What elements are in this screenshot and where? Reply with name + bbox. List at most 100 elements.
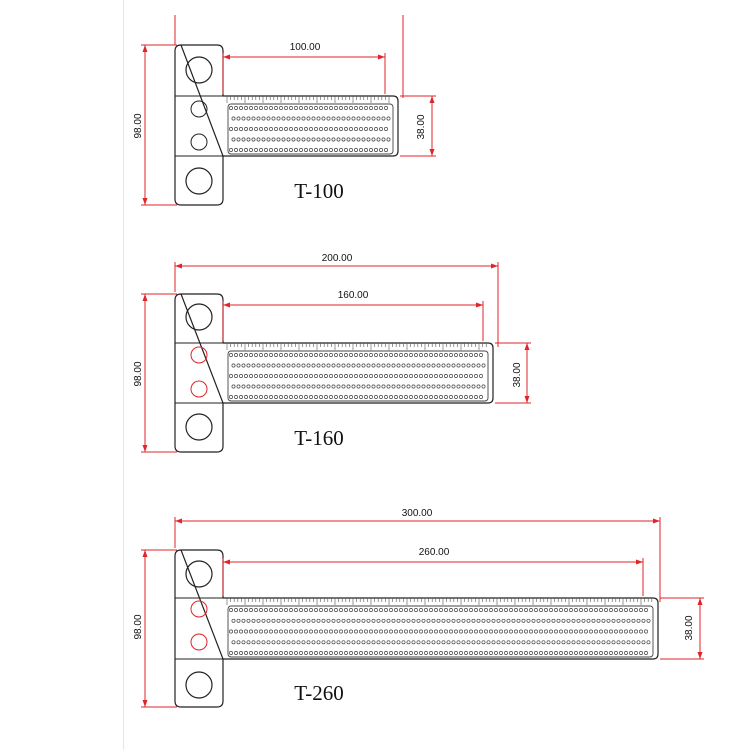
dimension-lines (141, 15, 436, 206)
marking-hole (604, 608, 608, 612)
marking-hole (334, 127, 338, 131)
marking-hole (406, 618, 411, 623)
marking-hole (331, 363, 336, 368)
marking-hole (294, 395, 298, 399)
marking-hole (334, 629, 338, 634)
marking-hole (504, 629, 508, 634)
arrowhead (175, 263, 182, 269)
marking-hole (241, 384, 246, 389)
marking-hole (454, 651, 458, 655)
marking-hole (614, 629, 618, 634)
marking-hole (479, 353, 483, 357)
marking-hole (459, 395, 463, 399)
marking-hole (594, 629, 598, 634)
marking-hole (339, 148, 343, 152)
marking-hole (334, 106, 338, 110)
marking-hole (404, 651, 408, 655)
marking-hole (321, 618, 326, 623)
marking-hole (464, 374, 468, 378)
marking-hole (304, 148, 308, 152)
marking-hole (444, 353, 448, 357)
arrowhead (142, 294, 148, 301)
marking-hole (404, 353, 408, 357)
marking-hole (564, 629, 568, 634)
marking-hole (536, 618, 541, 623)
marking-hole (339, 353, 343, 357)
marking-hole (506, 640, 511, 645)
marking-hole (361, 640, 366, 645)
marking-hole (279, 148, 283, 152)
marking-hole (516, 640, 521, 645)
marking-hole (326, 618, 331, 623)
marking-hole (349, 608, 353, 612)
marking-hole (386, 116, 391, 121)
marking-hole (271, 137, 276, 142)
marking-hole (326, 116, 331, 121)
marking-hole (459, 651, 463, 655)
marking-hole (469, 608, 473, 612)
marking-hole (424, 608, 428, 612)
marking-hole (319, 651, 323, 655)
marking-hole (291, 363, 296, 368)
marking-hole (264, 629, 268, 634)
marking-hole (459, 629, 463, 634)
marking-hole (384, 127, 388, 131)
marking-hole (279, 353, 283, 357)
marking-hole (621, 618, 626, 623)
marking-hole (341, 618, 346, 623)
marking-hole (234, 148, 238, 152)
marking-hole (379, 148, 383, 152)
marking-hole (374, 395, 378, 399)
marking-hole (319, 127, 323, 131)
marking-hole (364, 374, 368, 378)
marking-hole (404, 395, 408, 399)
marking-hole (529, 651, 533, 655)
marking-hole (314, 148, 318, 152)
marking-hole (399, 353, 403, 357)
pin-hole (190, 600, 208, 618)
marking-hole (499, 608, 503, 612)
marking-hole (436, 363, 441, 368)
marking-hole (371, 640, 376, 645)
marking-hole (309, 106, 313, 110)
marking-hole (364, 608, 368, 612)
marking-hole (284, 395, 288, 399)
marking-hole (534, 651, 538, 655)
marking-hole (231, 384, 236, 389)
marking-hole (594, 608, 598, 612)
marking-hole (244, 608, 248, 612)
marking-hole (501, 618, 506, 623)
marking-hole (549, 651, 553, 655)
marking-hole (231, 640, 236, 645)
marking-hole (286, 363, 291, 368)
marking-hole (316, 640, 321, 645)
marking-hole (269, 106, 273, 110)
marking-hole (244, 374, 248, 378)
arrowhead (142, 198, 148, 205)
marking-hole (469, 395, 473, 399)
marking-hole (349, 651, 353, 655)
marking-hole (344, 353, 348, 357)
marking-hole (446, 363, 451, 368)
marking-hole (286, 640, 291, 645)
marking-hole (534, 629, 538, 634)
marking-hole (539, 608, 543, 612)
marking-hole (304, 608, 308, 612)
marking-hole (454, 374, 458, 378)
marking-hole (346, 384, 351, 389)
marking-hole (644, 651, 648, 655)
marking-hole (471, 363, 476, 368)
marking-hole (314, 651, 318, 655)
marking-hole (344, 651, 348, 655)
marking-hole (559, 629, 563, 634)
marking-hole (291, 137, 296, 142)
marking-hole (639, 651, 643, 655)
marking-hole (316, 116, 321, 121)
marking-hole (316, 618, 321, 623)
marking-hole (466, 640, 471, 645)
blade-length-label: 100.00 (290, 42, 321, 53)
marking-hole (481, 363, 486, 368)
marking-hole (399, 374, 403, 378)
marking-hole (329, 106, 333, 110)
marking-hole (276, 618, 281, 623)
